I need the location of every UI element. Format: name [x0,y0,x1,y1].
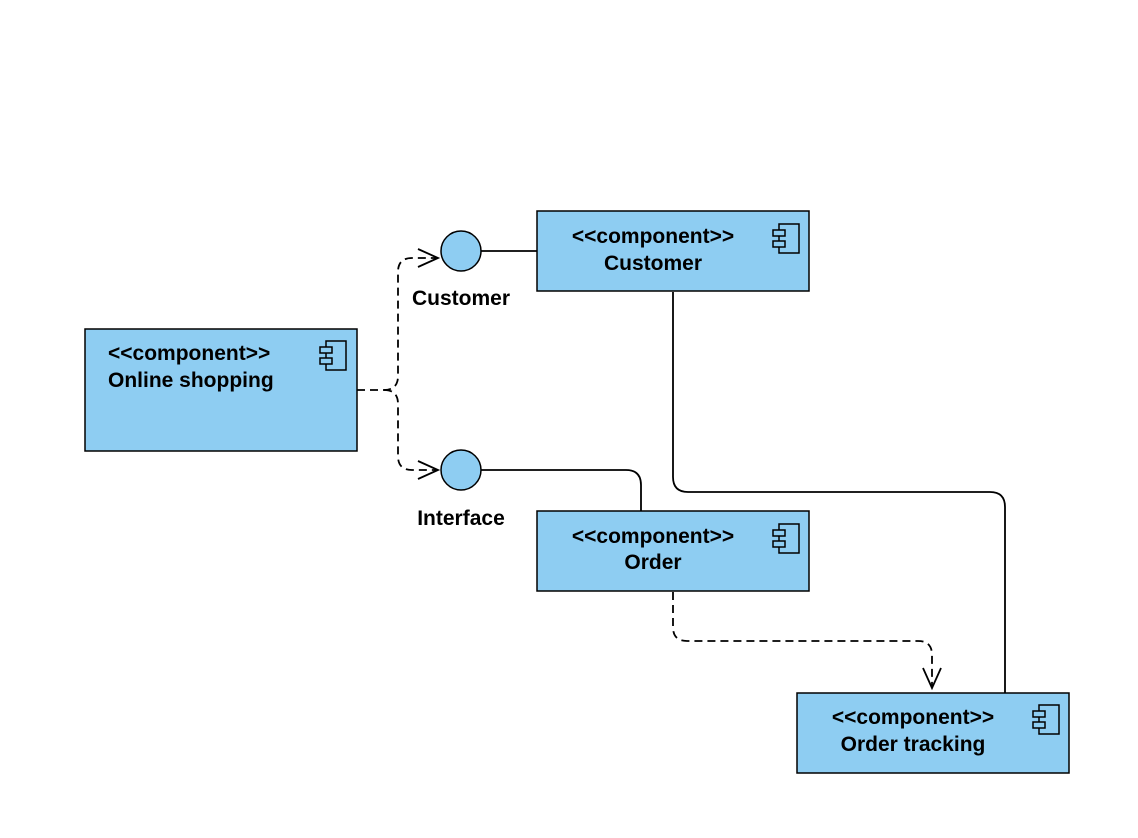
uml-component-icon [319,340,347,371]
uml-component-icon [772,523,800,554]
dependency-arrowhead [922,667,942,691]
component-name: Order [624,551,681,574]
component-order[interactable]: <<component>> Order [536,510,810,592]
component-name: Customer [604,252,702,275]
component-stereotype: <<component>> [572,225,734,248]
dependency-order-to-order-tracking[interactable] [672,592,933,688]
interface-customer[interactable]: Customer [412,230,510,310]
link-order-interface-to-order[interactable] [481,469,642,511]
dependency-arrowhead [417,460,441,480]
component-stereotype: <<component>> [832,706,994,729]
component-order-tracking[interactable]: <<component>> Order tracking [796,692,1070,774]
link-customer-to-order-tracking[interactable] [672,292,1006,693]
uml-component-icon [772,223,800,254]
uml-component-icon [1032,704,1060,735]
dependency-online-shopping-to-order-interface[interactable] [383,389,438,471]
dependency-online-shopping-to-customer-interface[interactable] [357,257,438,391]
interface-circle-icon [440,449,482,491]
component-stereotype: <<component>> [572,525,734,548]
component-customer[interactable]: <<component>> Customer [536,210,810,292]
dependency-arrowhead [417,248,441,268]
interface-label: Interface [417,507,505,530]
interface-label: Customer [412,287,510,310]
component-online-shopping[interactable]: <<component>> Online shopping [84,328,358,452]
component-stereotype: <<component>> [108,342,270,365]
component-name: Order tracking [841,733,986,756]
interface-circle-icon [440,230,482,272]
interface-order[interactable]: Interface [417,449,505,530]
component-name: Online shopping [108,369,274,392]
